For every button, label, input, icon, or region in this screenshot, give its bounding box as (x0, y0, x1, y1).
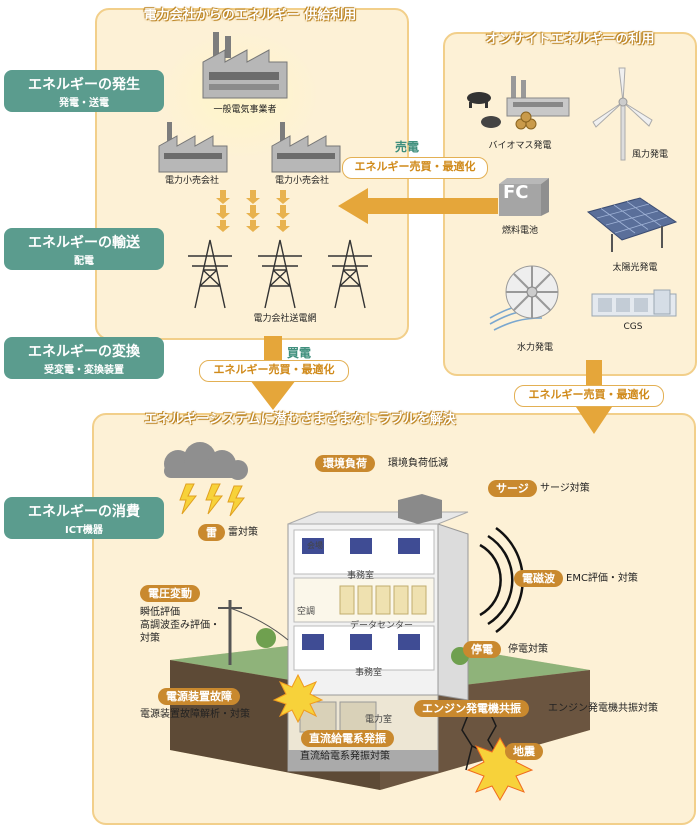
optimize-pill-onsite: エネルギー売買・最適化 (514, 385, 664, 407)
solar-panel-icon (586, 197, 678, 252)
onsite-header: オンサイトエネルギーの利用 (485, 32, 655, 47)
retail1-factory-icon (158, 122, 228, 173)
utility-factory-icon (202, 32, 288, 99)
down-arrows-icon (216, 190, 290, 232)
stage-transport: エネルギーの輸送配電 (4, 228, 164, 270)
trouble-note-engine-resonance: エンジン発電機共振対策 (548, 703, 658, 714)
fuel-cell-label: 燃料電池 (501, 226, 538, 236)
aircon-label: 空調 (297, 607, 316, 617)
trouble-tag-surge: サージ (488, 480, 537, 497)
equipment-box-label: 会場 (307, 541, 323, 550)
optimize-pill-sell: エネルギー売買・最適化 (342, 157, 488, 179)
stage-generation: エネルギーの発生発電・送電 (4, 70, 164, 112)
waterwheel-icon (489, 265, 559, 331)
datacenter-label: データセンター (350, 621, 414, 631)
buy-label: 買電 (287, 346, 312, 360)
stage-conversion: エネルギーの変換受変電・変換装置 (4, 337, 164, 379)
sell-arrow-icon (338, 188, 498, 224)
storm-cloud-icon (164, 442, 248, 517)
trouble-tag-voltage: 電圧変動 (140, 585, 200, 602)
retail1-label: 電力小売会社 (164, 176, 219, 186)
trouble-note-dc-oscillation: 直流給電系発振対策 (300, 751, 390, 762)
trouble-tag-outage: 停電 (463, 641, 501, 658)
retail2-label: 電力小売会社 (274, 176, 329, 186)
trouble-tag-earthquake: 地震 (505, 743, 543, 760)
trouble-tag-environment: 環境負荷 (315, 455, 375, 472)
optimize-pill-buy: エネルギー売買・最適化 (199, 360, 349, 382)
fuel-cell-mark: FC (503, 182, 529, 203)
trouble-note-lightning: 雷対策 (228, 527, 258, 538)
trouble-tag-lightning: 雷 (198, 524, 225, 541)
pylons-icon (188, 239, 372, 309)
retail2-factory-icon (271, 122, 341, 173)
trouble-note-emc: EMC評価・対策 (566, 573, 638, 584)
office-bottom-label: 事務室 (355, 668, 383, 678)
solar-label: 太陽光発電 (612, 263, 658, 273)
power-room-label: 電力室 (365, 715, 393, 725)
cgs-icon (591, 289, 677, 317)
grid-label: 電力会社送電網 (253, 314, 317, 324)
hydro-label: 水力発電 (516, 343, 553, 353)
supply-header: 電力会社からのエネルギー 供給利用 (143, 8, 357, 23)
cgs-label: CGS (623, 322, 643, 332)
wind-turbine-icon (592, 67, 653, 161)
trouble-note-psu-failure: 電源装置故障解析・対策 (140, 709, 250, 720)
wind-label: 風力発電 (631, 150, 668, 160)
trouble-note-environment: 環境負荷低減 (388, 458, 448, 469)
sell-label: 売電 (395, 140, 420, 154)
trouble-tag-engine-resonance: エンジン発電機共振 (414, 700, 529, 717)
trouble-tag-psu-failure: 電源装置故障 (158, 688, 240, 705)
trouble-tag-dc-oscillation: 直流給電系発振 (301, 730, 394, 747)
trouble-note-outage: 停電対策 (508, 644, 548, 655)
biomass-label: バイオマス発電 (488, 141, 552, 151)
building-scene (170, 494, 590, 802)
system-header: エネルギーシステムに潜むさまざまなトラブルを解決 (144, 412, 456, 427)
trouble-note-voltage: 瞬低評価 高調波歪み評価・ 対策 (140, 607, 220, 644)
trouble-note-surge: サージ対策 (540, 483, 590, 494)
fuel-cell-icon (499, 178, 549, 216)
biomass-icon (467, 76, 570, 130)
utility-label: 一般電気事業者 (213, 105, 277, 115)
trouble-tag-emc: 電磁波 (514, 570, 563, 587)
office-top-label: 事務室 (347, 571, 375, 581)
